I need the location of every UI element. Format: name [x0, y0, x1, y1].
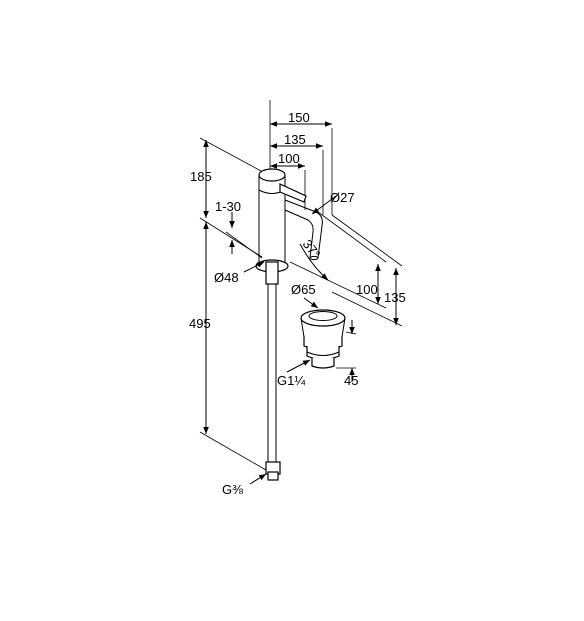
dimension-45-label: 45: [344, 373, 358, 388]
dimension-135-top-label: 135: [284, 132, 306, 147]
dimension-27-label: Ø27: [330, 190, 355, 205]
tap-base: [255, 259, 289, 285]
thread-g1-1-4-label: G1¼: [277, 373, 305, 388]
tap-body: [258, 168, 286, 262]
dimension-135-right: 135: [331, 214, 406, 327]
dimension-150-label: 150: [288, 110, 310, 125]
dimension-65-label: Ø65: [291, 282, 316, 297]
dimension-100-top: 100: [270, 151, 306, 210]
dimension-100-right-label: 100: [356, 282, 378, 297]
dimension-100-top-label: 100: [278, 151, 300, 166]
dimension-27: Ø27: [311, 190, 355, 215]
dimension-495: 495: [189, 222, 267, 471]
thread-g3-8: G⅜: [222, 473, 267, 497]
dimension-135-top: 135: [270, 132, 324, 215]
dimension-45: 45: [336, 320, 358, 388]
dimension-48: Ø48: [214, 261, 265, 285]
dimension-185: 185: [190, 137, 264, 258]
dimension-150: 150: [269, 100, 333, 215]
dimension-48-label: Ø48: [214, 270, 239, 285]
dimension-1-30: 1-30: [215, 199, 263, 259]
thread-g3-8-label: G⅜: [222, 482, 243, 497]
drain-waste: [300, 309, 346, 369]
dimension-185-label: 185: [190, 169, 212, 184]
tap-lever: [279, 183, 307, 203]
supply-hose: [265, 284, 281, 481]
dimension-495-label: 495: [189, 316, 211, 331]
thread-g1-1-4: G1¼: [277, 359, 311, 388]
dimension-65: Ø65: [291, 282, 319, 309]
dimension-1-30-label: 1-30: [215, 199, 241, 214]
dimension-135-right-label: 135: [384, 290, 406, 305]
dimension-100-right: 100: [289, 211, 387, 309]
